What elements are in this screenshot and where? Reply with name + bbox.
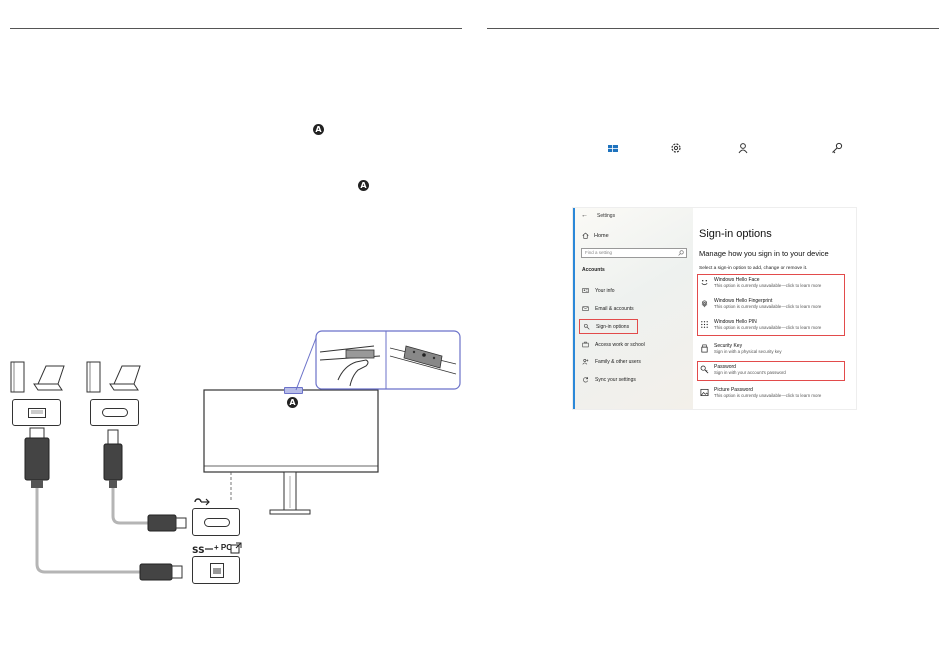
option-title: Windows Hello Fingerprint xyxy=(714,298,773,304)
option-desc: Sign in with your account's password xyxy=(714,370,786,375)
sidebar-item-label: Access work or school xyxy=(595,341,645,348)
highlight-box-password xyxy=(697,361,845,381)
option-desc: This option is currently unavailable—cli… xyxy=(714,304,822,309)
pc-laptop-icon xyxy=(10,361,65,393)
sync-icon xyxy=(583,377,589,383)
settings-content: Sign-in options Manage how you sign in t… xyxy=(697,208,856,409)
option-desc: Sign in with a physical security key xyxy=(714,349,782,354)
key-icon xyxy=(832,142,843,154)
sidebar-item-sign-in-options[interactable]: Sign-in options xyxy=(579,319,638,334)
superspeed-usb-icon: SS xyxy=(192,546,213,555)
option-title: Windows Hello PIN xyxy=(714,319,757,325)
sidebar-item-sync-settings[interactable]: Sync your settings xyxy=(582,376,636,383)
usb-a-port-box xyxy=(12,399,61,426)
callout-a-marker: A xyxy=(287,397,298,408)
settings-window: ← Settings Home Find a setting Accounts … xyxy=(572,207,857,410)
page-title: Sign-in options xyxy=(699,228,772,240)
person-card-icon xyxy=(582,288,589,293)
usb-c-symbol-icon xyxy=(194,498,210,506)
sidebar-item-home[interactable]: Home xyxy=(582,232,609,239)
sidebar-item-access-work[interactable]: Access work or school xyxy=(582,341,645,348)
password-key-icon xyxy=(700,365,709,374)
gear-icon xyxy=(671,143,681,153)
camera-callout xyxy=(295,330,461,391)
pin-keypad-icon xyxy=(701,321,708,328)
usb-key-icon xyxy=(701,344,708,353)
callout-a-marker: A xyxy=(313,124,324,135)
sidebar-item-label: Sync your settings xyxy=(595,376,636,383)
usb-c-port-box xyxy=(90,399,139,426)
picture-icon xyxy=(700,388,709,397)
search-placeholder: Find a setting xyxy=(585,250,613,255)
external-icon xyxy=(230,542,242,554)
briefcase-icon xyxy=(582,341,589,348)
header-rule-left xyxy=(10,28,462,29)
sidebar-home-label: Home xyxy=(594,232,609,239)
search-icon xyxy=(678,250,684,256)
port-label-pc: + PC xyxy=(214,543,233,552)
sidebar-item-email-accounts[interactable]: Email & accounts xyxy=(582,305,634,312)
page-subtitle: Manage how you sign in to your device xyxy=(699,249,829,258)
settings-sidebar: ← Settings Home Find a setting Accounts … xyxy=(573,208,693,409)
sidebar-item-label: Family & other users xyxy=(595,358,641,365)
webcam xyxy=(284,387,303,394)
person-icon xyxy=(738,143,748,154)
option-title: Picture Password xyxy=(714,387,753,393)
home-icon xyxy=(582,232,589,239)
option-title: Windows Hello Face xyxy=(714,277,760,283)
fingerprint-icon xyxy=(701,300,708,308)
option-title: Password xyxy=(714,364,736,370)
back-arrow-icon[interactable]: ← xyxy=(581,212,588,219)
highlight-box-hello-options xyxy=(697,274,845,336)
sidebar-item-label: Sign-in options xyxy=(596,323,630,330)
people-icon xyxy=(582,359,589,365)
key-icon xyxy=(583,323,590,330)
option-desc: This option is currently unavailable—cli… xyxy=(714,325,822,330)
cable-diagram xyxy=(24,427,187,581)
sidebar-item-your-info[interactable]: Your info xyxy=(582,287,615,294)
mail-icon xyxy=(582,306,589,311)
svg-text:SS: SS xyxy=(192,546,205,555)
monitor-usb-b-port-box xyxy=(192,556,240,584)
windows-start-icon xyxy=(608,145,618,152)
face-icon xyxy=(701,279,708,286)
header-rule-right xyxy=(487,28,939,29)
sidebar-item-label: Your info xyxy=(595,287,615,294)
search-input[interactable]: Find a setting xyxy=(581,248,687,258)
option-desc: This option is currently unavailable—cli… xyxy=(714,393,822,398)
pc-laptop-icon xyxy=(86,361,141,393)
option-desc: This option is currently unavailable—cli… xyxy=(714,283,822,288)
callout-a-marker: A xyxy=(358,180,369,191)
page-hint: Select a sign-in option to add, change o… xyxy=(699,266,808,271)
window-title: Settings xyxy=(597,213,616,219)
sidebar-item-label: Email & accounts xyxy=(595,305,634,312)
sidebar-section-accounts: Accounts xyxy=(582,267,605,273)
option-title: Security Key xyxy=(714,343,743,349)
sidebar-item-family-users[interactable]: Family & other users xyxy=(582,358,641,365)
monitor-usb-c-port-box xyxy=(192,508,240,536)
